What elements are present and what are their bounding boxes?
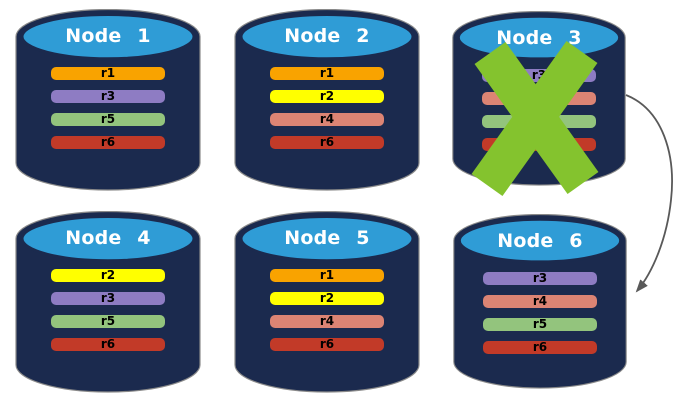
replica-bar: r5	[483, 318, 597, 331]
replica-bar: r6	[483, 341, 597, 354]
replica-bar: r5	[482, 115, 596, 128]
node-title: Node 3	[496, 27, 582, 49]
replica-bar: r6	[51, 338, 165, 351]
replica-bar: r5	[51, 113, 165, 126]
rebalance-arrow-icon	[625, 94, 673, 293]
replica-bar: r6	[270, 136, 384, 149]
replica-bar: r4	[483, 295, 597, 308]
replica-bar: r1	[51, 67, 165, 80]
replica-bar: r3	[51, 292, 165, 305]
node-2: Node 2 r1 r2 r4 r6	[232, 9, 422, 191]
replica-bar: r2	[270, 90, 384, 103]
node-title: Node 5	[284, 227, 370, 249]
replica-bar: r5	[51, 315, 165, 328]
node-title: Node 4	[65, 227, 151, 249]
replica-bar: r6	[270, 338, 384, 351]
replica-bar: r4	[270, 315, 384, 328]
replica-bar: r6	[482, 138, 596, 151]
replica-bar: r3	[51, 90, 165, 103]
node-3: Node 3 r3 r4 r5 r6	[450, 11, 628, 186]
replica-bar: r4	[482, 92, 596, 105]
replica-bar: r4	[270, 113, 384, 126]
replica-bar: r1	[270, 67, 384, 80]
replica-bar: r3	[482, 69, 596, 82]
replica-bar: r3	[483, 272, 597, 285]
node-title: Node 2	[284, 25, 370, 47]
node-5: Node 5 r1 r2 r4 r6	[232, 211, 422, 393]
replica-bar: r6	[51, 136, 165, 149]
node-title: Node 6	[497, 230, 583, 252]
node-6: Node 6 r3 r4 r5 r6	[451, 214, 629, 389]
node-4: Node 4 r2 r3 r5 r6	[13, 211, 203, 393]
node-title: Node 1	[65, 25, 151, 47]
replica-bar: r1	[270, 269, 384, 282]
node-1: Node 1 r1 r3 r5 r6	[13, 9, 203, 191]
replica-bar: r2	[270, 292, 384, 305]
replica-bar: r2	[51, 269, 165, 282]
